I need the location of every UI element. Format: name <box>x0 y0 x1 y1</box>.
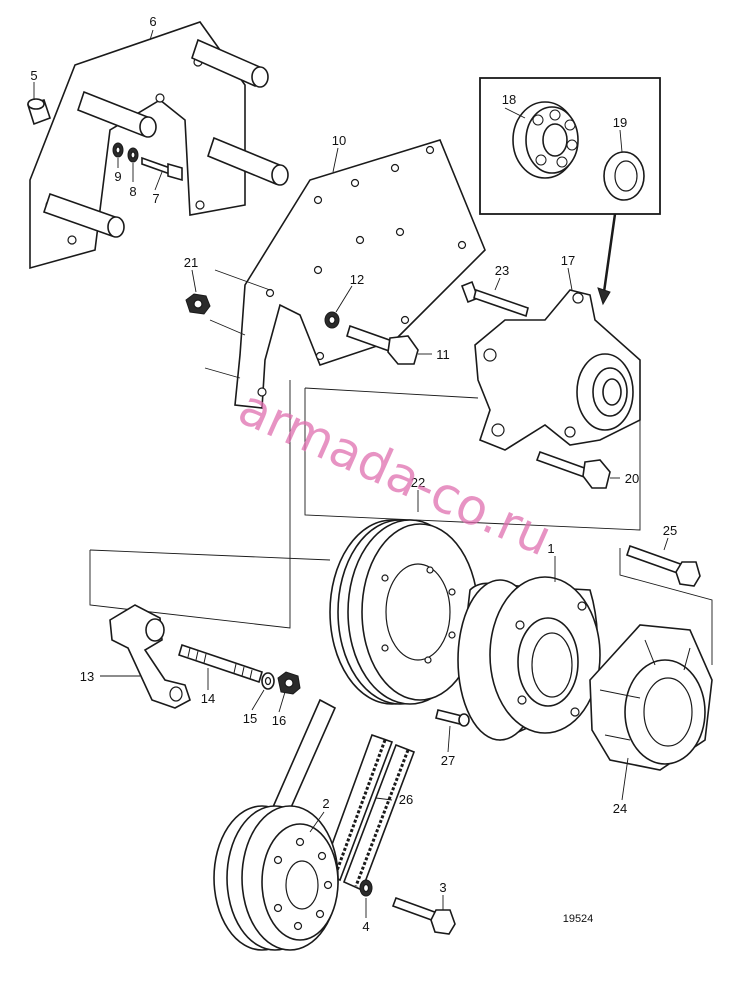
callout-2: 2 <box>322 796 329 811</box>
parts-11-12-bolt-washer <box>324 311 419 365</box>
callout-11: 11 <box>436 347 450 362</box>
part-6-mounting-plate <box>29 21 289 270</box>
callout-6: 6 <box>149 14 156 29</box>
callout-17: 17 <box>561 253 575 268</box>
callout-5: 5 <box>30 68 37 83</box>
callout-4: 4 <box>362 919 369 934</box>
callout-3: 3 <box>439 880 446 895</box>
callout-8: 8 <box>129 184 136 199</box>
part-13-tensioner-arm <box>109 604 191 709</box>
part-25-bolt <box>625 544 701 587</box>
callout-15: 15 <box>243 711 257 726</box>
part-23-bolt <box>460 280 529 318</box>
drawing-number: 19524 <box>563 913 594 925</box>
callout-7: 7 <box>152 191 159 206</box>
callout-21: 21 <box>184 255 198 270</box>
callout-9: 9 <box>114 169 121 184</box>
part-22-pulley <box>329 519 479 705</box>
callout-23: 23 <box>495 263 509 278</box>
part-10-bracket-plate <box>234 139 486 409</box>
parts-3-4-bolt-washer <box>359 879 456 935</box>
part-20-bolt <box>535 450 611 489</box>
callout-18: 18 <box>502 92 516 107</box>
callout-22: 22 <box>411 475 425 490</box>
part-21-nut <box>185 293 211 315</box>
part-1-clutch-hub <box>457 576 601 741</box>
assembly-frame-lines <box>89 269 713 665</box>
callout-12: 12 <box>350 272 364 287</box>
parts-14-15-16-stud-washer-nut <box>178 643 301 695</box>
callout-16: 16 <box>272 713 286 728</box>
part-2-small-pulley <box>213 805 339 951</box>
callout-10: 10 <box>332 133 346 148</box>
leader-lines <box>33 29 669 918</box>
part-27-screw <box>435 709 470 727</box>
callout-27: 27 <box>441 753 455 768</box>
callout-25: 25 <box>663 523 677 538</box>
callout-labels: 1 2 3 4 5 6 7 8 9 10 11 12 13 14 15 16 1… <box>30 14 677 934</box>
part-5-bushing <box>26 98 52 126</box>
bearing-inset <box>479 77 661 306</box>
callout-26: 26 <box>399 792 413 807</box>
callout-20: 20 <box>625 471 639 486</box>
parts-7-8-9-screw-washers <box>112 142 183 182</box>
callout-14: 14 <box>201 691 215 706</box>
part-24-coupling <box>589 624 713 771</box>
callout-13: 13 <box>80 669 94 684</box>
part-17-bearing-housing <box>474 289 641 451</box>
callout-24: 24 <box>613 801 627 816</box>
callout-1: 1 <box>547 541 554 556</box>
callout-19: 19 <box>613 115 627 130</box>
